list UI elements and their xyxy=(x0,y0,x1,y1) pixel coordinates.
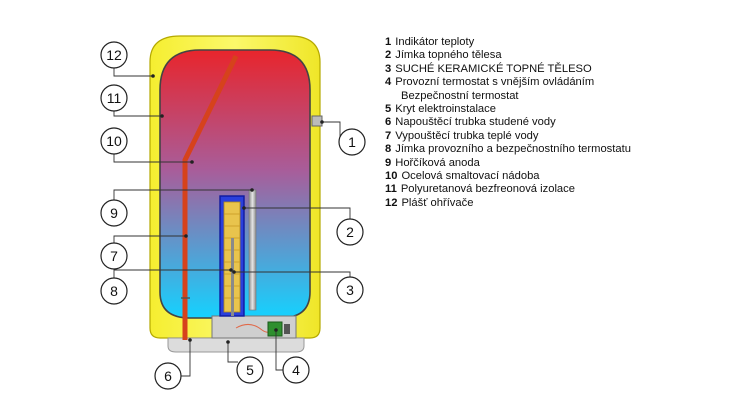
legend-number: 3 xyxy=(385,62,392,75)
callout-8: 8 xyxy=(100,277,128,305)
callout-6: 6 xyxy=(154,362,182,390)
legend-number: 2 xyxy=(385,49,392,62)
callout-2: 2 xyxy=(336,218,364,246)
callout-10-label: 10 xyxy=(106,133,122,149)
legend-text: Hořčíková anoda xyxy=(395,156,480,169)
callout-8-label: 8 xyxy=(110,283,118,299)
legend-number: 10 xyxy=(385,170,398,183)
thermostat-knob xyxy=(284,324,290,334)
thermostat-pocket xyxy=(231,238,234,316)
legend-number: 6 xyxy=(385,116,392,129)
callout-1: 1 xyxy=(338,128,366,156)
callout-2-label: 2 xyxy=(346,224,354,240)
legend-text: Jímka provozního a bezpečnostního termos… xyxy=(395,143,631,156)
legend-text: SUCHÉ KERAMICKÉ TOPNÉ TĚLESO xyxy=(395,62,592,75)
legend-text: Napouštěcí trubka studené vody xyxy=(395,116,556,129)
hot-water-pipe xyxy=(182,54,239,340)
legend-text: Kryt elektroinstalace xyxy=(395,103,496,116)
callout-3: 3 xyxy=(336,276,364,304)
flange-plate xyxy=(211,315,297,339)
legend-number: 9 xyxy=(385,156,392,169)
leader-dots xyxy=(151,74,324,344)
callout-9: 9 xyxy=(100,199,128,227)
callout-12: 12 xyxy=(100,41,128,69)
legend-number: 11 xyxy=(385,183,397,196)
temperature-indicator xyxy=(311,115,323,127)
legend-text: Provozní termostat s vnějším ovládáním xyxy=(395,76,595,89)
legend-number: 4 xyxy=(385,76,392,89)
callout-11-label: 11 xyxy=(107,90,122,106)
legend-text: Indikátor teploty xyxy=(395,36,475,48)
callout-7: 7 xyxy=(100,242,128,270)
legend-text: Vypouštěcí trubka teplé vody xyxy=(395,129,539,142)
legend-number: 5 xyxy=(385,103,392,116)
callout-5-label: 5 xyxy=(246,362,254,378)
legend-number: 12 xyxy=(385,196,398,209)
legend-text: Plášť ohřívače xyxy=(401,196,474,209)
legend-text: Polyuretanová bezfreonová izolace xyxy=(400,183,575,196)
callout-1-label: 1 xyxy=(348,134,356,150)
callout-7-label: 7 xyxy=(110,248,118,264)
callout-6-label: 6 xyxy=(164,368,172,384)
legend-text: Ocelová smaltovací nádoba xyxy=(401,170,540,183)
legend-item-4-continued: Bezpečnostní termostat xyxy=(401,89,519,102)
legend-number: 1 xyxy=(385,36,392,48)
callout-11: 11 xyxy=(100,84,128,112)
callout-4-label: 4 xyxy=(292,362,300,378)
legend-text: Jímka topného tělesa xyxy=(395,49,502,62)
callout-4: 4 xyxy=(282,356,310,384)
callout-9-label: 9 xyxy=(110,205,118,221)
steel-tank xyxy=(159,49,311,319)
callout-10: 10 xyxy=(100,127,128,155)
electrical-cover xyxy=(167,337,305,353)
legend-number: 7 xyxy=(385,129,392,142)
legend-number: 8 xyxy=(385,143,392,156)
callout-12-label: 12 xyxy=(106,47,122,63)
callout-3-label: 3 xyxy=(346,282,354,298)
callout-5: 5 xyxy=(236,356,264,384)
